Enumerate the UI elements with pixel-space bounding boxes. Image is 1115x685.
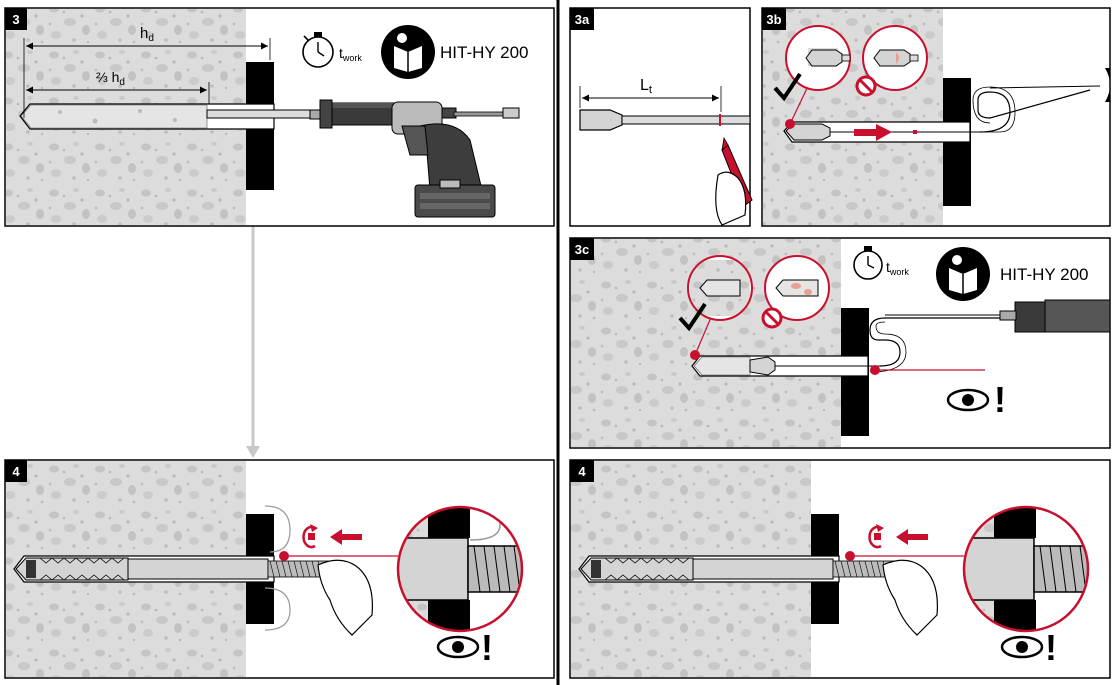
two-thirds-label: ⅔ hd [96,69,125,88]
zoom-detail [962,505,1090,633]
panel-step-3a: 3a Lt [569,7,753,227]
zoom-detail [396,505,524,633]
panel-step-3c: 3c [569,237,1111,449]
step-number: 3c [575,242,589,257]
manual-icon [381,25,435,79]
incorrect-detail [862,25,928,91]
prohibited-icon [761,307,783,329]
attention-mark: ! [481,627,493,668]
eye-icon [1000,635,1044,659]
arrow-icon [854,124,892,141]
hand [882,559,939,636]
arrow-icon [896,529,928,545]
stopwatch-icon [302,32,334,68]
twork-label: twork [886,259,909,277]
attention-mark: ! [994,379,1006,420]
step-number: 3b [766,12,781,27]
check-icon [773,72,802,102]
step-number: 4 [578,464,586,479]
correct-detail [785,25,851,91]
mortar-fill [20,104,208,129]
panel-step-4-left: 4 [4,459,555,679]
hand [317,559,374,636]
hd-label: hd [140,25,154,44]
stopwatch-icon [853,246,883,280]
panel-step-3b: 3b [761,7,1111,227]
prohibited-icon [855,75,877,97]
dispenser-gun [309,99,520,218]
rotate-icon [868,524,884,549]
arrow-icon [330,529,362,545]
step-number: 3a [575,12,590,27]
extension-tube [621,115,751,125]
attention-mark: ! [1045,627,1057,668]
threaded-rod [15,557,331,581]
step-badge [5,8,27,30]
threaded-rod [580,557,896,581]
panel-step-4-right: 4 [569,459,1111,679]
lt-label: Lt [640,77,652,96]
piston-plug [579,109,623,131]
step-number: 4 [12,464,20,479]
eye-icon [946,388,990,412]
manual-icon [936,247,990,301]
twork-label: twork [339,45,362,63]
panel-step-3: 3 hd ⅔ hd [4,7,555,227]
product-name: HIT-HY 200 [1000,265,1089,284]
hand [715,171,747,226]
incorrect-detail [764,255,830,321]
step-number: 3 [12,12,19,27]
correct-detail [687,255,753,321]
check-icon [678,302,707,332]
rotate-icon [302,524,318,549]
product-name: HIT-HY 200 [440,43,529,62]
step-connector-arrow [246,226,260,458]
eye-icon [436,635,480,659]
